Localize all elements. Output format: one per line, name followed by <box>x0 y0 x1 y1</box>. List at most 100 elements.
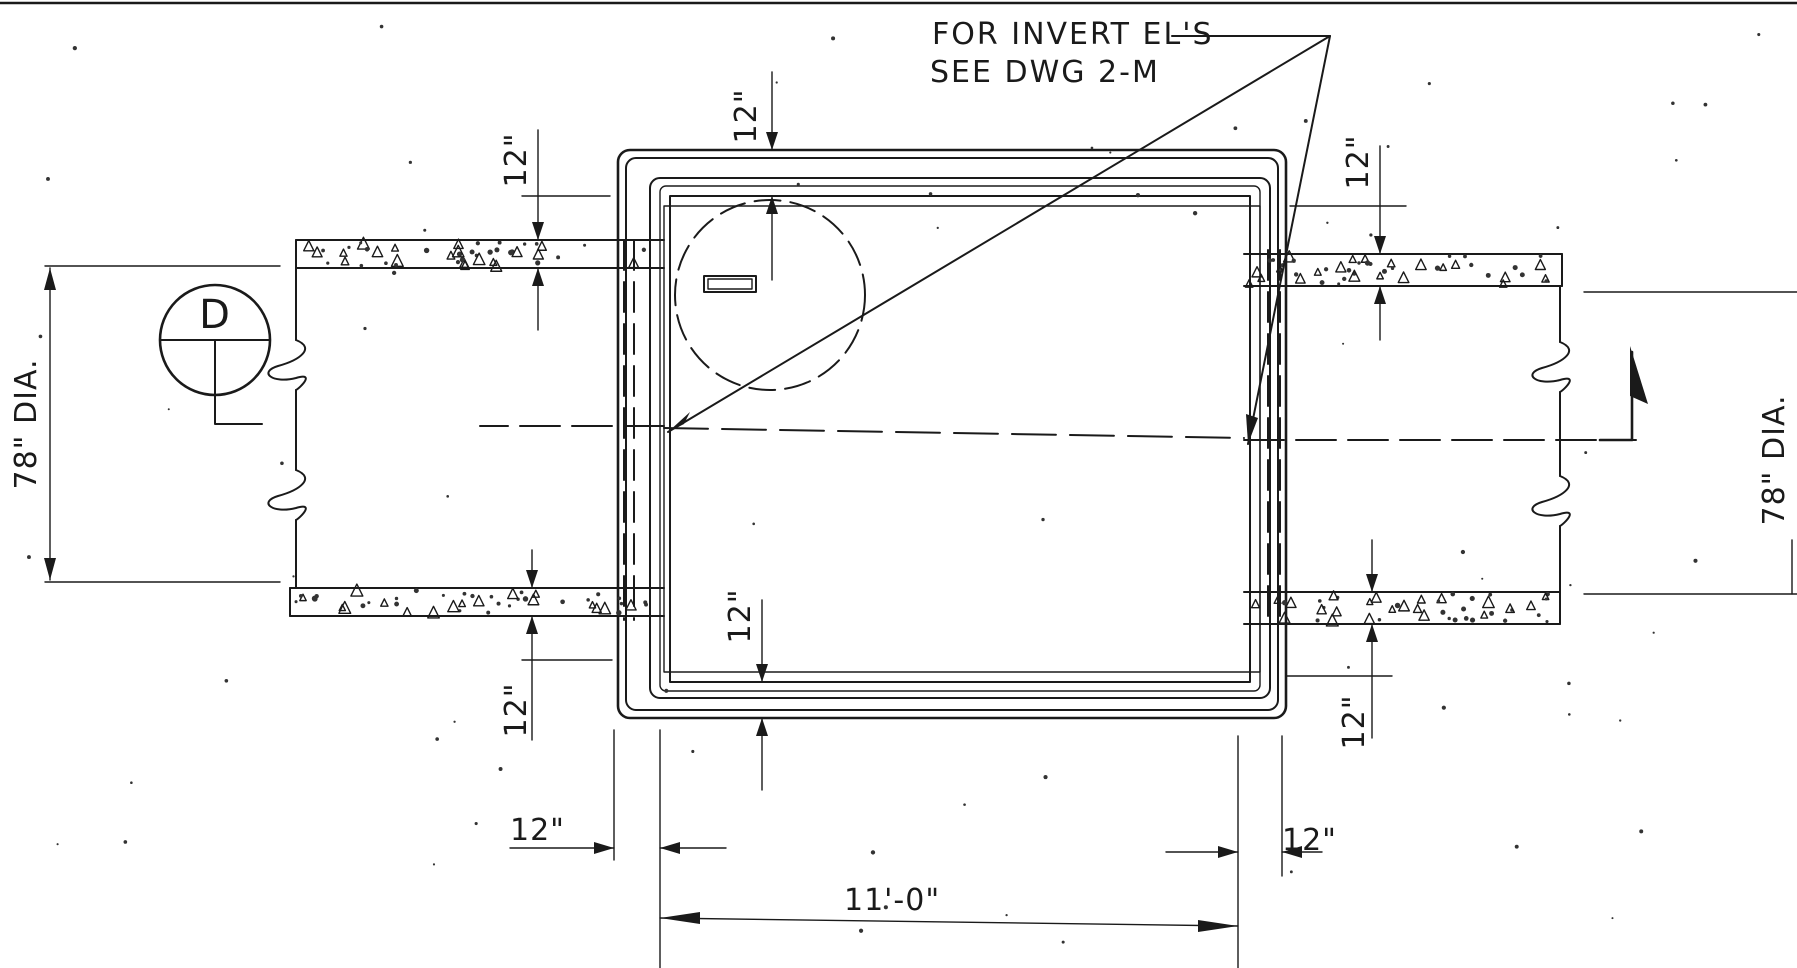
concrete-dot <box>586 598 590 602</box>
concrete-aggregate <box>1499 271 1511 283</box>
paper-speck <box>1233 126 1238 131</box>
concrete-aggregate <box>1412 603 1423 614</box>
concrete-dot <box>560 599 565 605</box>
dimension-lines <box>44 71 1793 968</box>
concrete-dot <box>486 610 491 615</box>
concrete-dot <box>596 592 601 597</box>
paper-speck <box>1611 917 1614 920</box>
paper-speck <box>280 461 284 466</box>
concrete-dot <box>394 601 400 607</box>
paper-speck <box>1757 32 1761 37</box>
concrete-aggregate <box>1450 259 1461 270</box>
concrete-aggregate <box>447 599 460 613</box>
dim-left-top-wall: 12" <box>499 133 534 188</box>
concrete-aggregate <box>1331 606 1342 617</box>
concrete-aggregate <box>427 605 440 619</box>
paper-speck <box>1481 577 1484 580</box>
paper-speck <box>928 192 933 196</box>
concrete-dot <box>360 603 366 609</box>
concrete-aggregate <box>340 256 350 266</box>
paper-speck <box>391 270 397 276</box>
concrete-dot <box>1544 597 1548 601</box>
concrete-dot <box>384 261 388 266</box>
paper-speck <box>1109 151 1112 154</box>
concrete-dot <box>496 601 501 606</box>
concrete-aggregate <box>1418 609 1430 621</box>
concrete-dot <box>1489 610 1495 616</box>
concrete-dot <box>1485 272 1491 278</box>
paper-speck <box>752 522 755 526</box>
paper-speck <box>1061 940 1065 944</box>
dim-left-bottom-wall: 12" <box>499 683 534 738</box>
concrete-dot <box>1346 268 1352 273</box>
dim-right-bottom-wall: 12" <box>1337 695 1372 750</box>
hidden-wall-lines <box>623 239 1281 621</box>
concrete-dot <box>487 249 493 255</box>
concrete-dot <box>583 243 587 247</box>
paper-speck <box>1693 558 1698 563</box>
dim-top-wall: 12" <box>729 89 764 144</box>
paper-speck <box>1326 221 1329 224</box>
paper-speck <box>775 81 778 84</box>
concrete-aggregate <box>1275 264 1284 273</box>
concrete-dot <box>489 594 494 599</box>
paper-speck <box>474 821 478 826</box>
concrete-aggregate <box>390 243 400 252</box>
paper-speck <box>423 228 427 232</box>
concrete-aggregate <box>1273 595 1282 605</box>
dim-right-top-wall: 12" <box>1341 135 1376 190</box>
concrete-dot <box>1282 600 1288 606</box>
concrete-dot <box>1342 276 1347 282</box>
paper-speck <box>363 326 367 331</box>
paper-speck <box>1652 631 1655 634</box>
concrete-aggregate <box>1257 274 1266 283</box>
paper-speck <box>858 928 864 933</box>
dim-left-pipe-diameter: 78" DIA. <box>9 359 44 490</box>
concrete-dot <box>1337 282 1341 286</box>
concrete-dot <box>1469 617 1476 623</box>
concrete-dot <box>616 610 622 616</box>
concrete-dot <box>413 588 419 594</box>
concrete-aggregate <box>339 248 348 257</box>
concrete-aggregate <box>1363 612 1376 625</box>
left-pipe <box>44 239 665 617</box>
concrete-aggregate <box>490 259 503 272</box>
concrete-aggregate <box>1386 258 1396 268</box>
paper-speck <box>1135 193 1141 198</box>
paper-speck <box>167 408 170 411</box>
concrete-aggregate <box>1534 258 1547 271</box>
concrete-dot <box>619 601 624 606</box>
concrete-dot <box>1377 618 1382 622</box>
paper-speck <box>38 334 43 339</box>
paper-speck <box>292 575 295 578</box>
concrete-dot <box>1390 266 1395 271</box>
paper-speck <box>1567 713 1571 716</box>
paper-speck <box>1043 775 1048 780</box>
concrete-dot <box>321 248 325 253</box>
right-pipe-break-bottom-icon <box>1531 475 1571 527</box>
paper-speck <box>435 737 439 741</box>
concrete-aggregate <box>451 244 465 258</box>
concrete-dot <box>359 263 364 268</box>
concrete-aggregate <box>1416 594 1426 604</box>
paper-speck <box>963 803 966 806</box>
concrete-aggregate <box>379 598 389 607</box>
concrete-aggregate <box>1398 599 1411 612</box>
paper-speck <box>1090 146 1094 150</box>
concrete-aggregate <box>598 601 612 615</box>
paper-speck <box>27 555 31 560</box>
concrete-dot <box>644 602 648 607</box>
concrete-dot <box>1315 618 1320 623</box>
concrete-aggregate <box>625 599 637 611</box>
concrete-aggregate <box>1498 279 1508 288</box>
concrete-dot <box>367 601 371 605</box>
concrete-dot <box>1538 254 1543 258</box>
paper-speck <box>498 767 503 771</box>
concrete-aggregate <box>531 589 541 598</box>
concrete-dot <box>326 261 330 265</box>
concrete-dot <box>534 242 539 246</box>
concrete-dot <box>1519 272 1525 278</box>
paper-speck <box>1289 870 1293 874</box>
concrete-aggregate <box>1278 611 1291 624</box>
concrete-dot <box>394 262 398 267</box>
